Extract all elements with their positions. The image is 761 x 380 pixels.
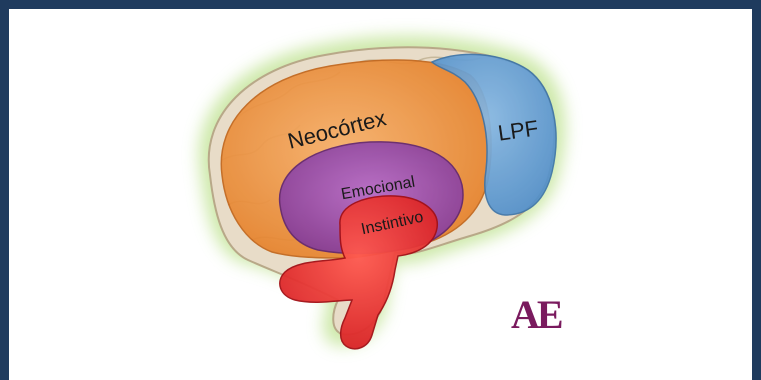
ae-logo: AE bbox=[511, 295, 561, 335]
